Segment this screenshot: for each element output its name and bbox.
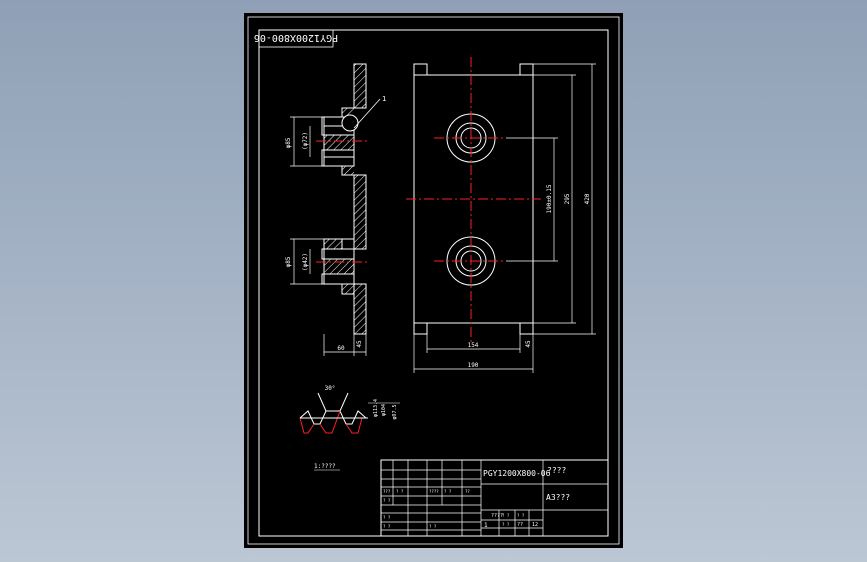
- tb-sheet-0: ????: [491, 513, 503, 519]
- dim-d-upper-inner: (φ72): [302, 132, 309, 150]
- front-centerlines: [406, 57, 541, 343]
- tb-scale-0: 1: [484, 522, 488, 529]
- tb-cell-1: ? ?: [396, 489, 404, 494]
- drawing-sheet: PGY1200X800-06 1: [244, 13, 623, 548]
- part-mark-circle: [341, 114, 359, 132]
- title-drawing-no: PGY1200X800-06: [483, 469, 551, 478]
- title-material: A3???: [546, 493, 570, 502]
- tb-cell-3: ? ?: [444, 489, 452, 494]
- gear-d1: φ113.4: [373, 399, 379, 417]
- tb-scale-2: ??: [517, 522, 523, 528]
- outer-border: [247, 16, 620, 545]
- gear-angle: 30°: [325, 385, 336, 392]
- leader-line: [353, 98, 381, 129]
- tb-cell-0: ???: [383, 489, 391, 494]
- tb-row-0: ? ?: [383, 498, 391, 503]
- tb-sheet-2: ? ?: [517, 513, 525, 518]
- dim-420: 420: [584, 193, 591, 204]
- tb-scale-1: ? ?: [502, 522, 510, 527]
- section-view: [321, 63, 367, 335]
- dim-45: 45: [356, 340, 363, 348]
- tb-sheet-1: ? ?: [502, 513, 510, 518]
- code-stamp-box: [258, 29, 334, 48]
- tb-row-2: ? ?: [383, 524, 391, 529]
- dim-190: 190: [468, 362, 479, 369]
- gear-d3: φ97.5: [392, 404, 398, 419]
- dim-60: 60: [337, 345, 345, 352]
- dim-190-tol: 190±0.15: [546, 184, 553, 213]
- cad-drawing: PGY1200X800-06 1: [247, 16, 620, 545]
- tb-cell-2: ????: [429, 489, 439, 494]
- part-mark: 1: [382, 95, 386, 103]
- title-block: [380, 459, 609, 537]
- tb-row-3: ? ?: [429, 524, 437, 529]
- dim-45-right: 45: [525, 340, 532, 348]
- dim-154: 154: [468, 342, 479, 349]
- dim-d-lower: φ85: [285, 256, 292, 267]
- gear-d2: φ104: [381, 404, 387, 416]
- gear-detail: [299, 392, 368, 434]
- code-stamp: PGY1200X800-06: [254, 32, 338, 43]
- tb-cell-4: ??: [465, 489, 470, 494]
- tb-row-1: ? ?: [383, 515, 391, 520]
- tb-scale-3: 12: [532, 522, 538, 528]
- dim-d-lower-inner: (φ42): [302, 253, 309, 271]
- dim-295: 295: [564, 193, 571, 204]
- dim-d-upper: φ85: [285, 137, 292, 148]
- title-name: ????: [547, 466, 566, 475]
- scale-note: 1:????: [314, 463, 336, 470]
